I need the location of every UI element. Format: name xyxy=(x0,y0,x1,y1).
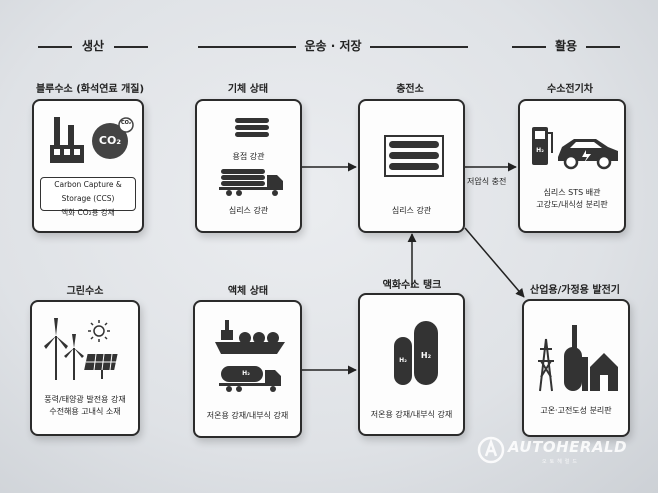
power-plant-house-icon xyxy=(538,325,618,392)
section-rule-right xyxy=(370,46,468,48)
charging-station-caption: 심리스 강관 xyxy=(391,206,432,215)
ccs-panel: Carbon Capture & Storage (CCS) 액화 CO₂용 강… xyxy=(40,177,136,217)
tanker-truck-icon xyxy=(219,366,281,392)
liquid-tank-box: H₂ H₂ 저온용 강재/내부식 강재 xyxy=(358,293,465,436)
section-label: 생산 xyxy=(81,39,105,53)
section-rule-left xyxy=(512,46,546,48)
tanker-h2-mark: H₂ xyxy=(242,370,250,377)
section-rule-right xyxy=(586,46,620,48)
watermark-subtitle: 오토헤럴드 xyxy=(542,459,581,465)
electric-car-icon xyxy=(558,139,618,170)
green-hydrogen-title: 그린수소 xyxy=(66,286,104,297)
green-hydrogen-line1: 풍력/태양광 발전용 강재 xyxy=(44,395,126,404)
watermark-name: AUTOHERALD xyxy=(508,438,628,456)
green-hydrogen-line2: 수전해용 고내식 소재 xyxy=(49,407,121,416)
liquid-state-title: 액체 상태 xyxy=(227,286,269,297)
arrow-station-to-generator xyxy=(464,227,525,298)
solar-panel-icon xyxy=(84,353,118,379)
autoherald-logo-icon xyxy=(477,436,505,464)
tube-trailer-icon xyxy=(219,169,283,196)
fcev-box: H₂ 심리스 STS 배관 고강도/내식성 분리판 xyxy=(518,99,626,233)
tank-h2-small: H₂ xyxy=(399,357,407,364)
factory-icon xyxy=(50,117,84,163)
section-transport-storage: 운송 · 저장 xyxy=(198,36,468,56)
gas-state-title: 기체 상태 xyxy=(227,84,269,95)
co2-label: CO₂ xyxy=(98,134,122,147)
pump-h2-mark: H₂ xyxy=(536,147,544,154)
generator-caption: 고온·고전도성 분리판 xyxy=(540,406,612,415)
section-label: 활용 xyxy=(554,39,578,53)
generator-box: 고온·고전도성 분리판 xyxy=(522,299,630,437)
liquid-state-caption: 저온용 강재/내부식 강재 xyxy=(206,411,289,420)
section-label: 운송 · 저장 xyxy=(304,39,362,53)
autoherald-watermark: AUTOHERALD 오토헤럴드 xyxy=(477,434,638,468)
section-usage: 활용 xyxy=(512,36,620,56)
pipes-icon xyxy=(235,118,269,137)
co2-cloud-icon xyxy=(92,117,134,159)
section-rule-right xyxy=(114,46,148,48)
fcev-line2: 고강도/내식성 분리판 xyxy=(536,200,608,209)
h2-tanks-icon xyxy=(394,321,438,385)
sun-icon xyxy=(88,320,110,342)
storage-rack-icon xyxy=(384,135,444,177)
liquid-state-box: H₂ 저온용 강재/내부식 강재 xyxy=(193,300,302,438)
tank-h2-large: H₂ xyxy=(420,351,432,360)
gas-state-box: 용접 강관 심리스 강관 xyxy=(195,99,302,233)
edge-label-low-pressure-charging: 저압식 충전 xyxy=(467,177,507,186)
seamless-pipe-caption: 심리스 강관 xyxy=(228,206,269,215)
green-hydrogen-box: 풍력/태양광 발전용 강재 수전해용 고내식 소재 xyxy=(30,300,140,436)
wind-turbine-icon xyxy=(44,318,84,380)
charging-station-box: 심리스 강관 xyxy=(358,99,465,233)
section-production: 생산 xyxy=(38,36,148,56)
ccs-title: Carbon Capture & Storage (CCS) xyxy=(54,180,122,203)
liquid-tank-caption: 저온용 강재/내부식 강재 xyxy=(370,410,453,419)
generator-title: 산업용/가정용 발전기 xyxy=(530,285,620,296)
liquid-tank-title: 액화수소 탱크 xyxy=(382,280,442,291)
ccs-caption: 액화 CO₂용 강재 xyxy=(61,208,115,217)
section-rule-left xyxy=(198,46,296,48)
blue-hydrogen-title: 블루수소 (화석연료 개질) xyxy=(35,84,145,95)
section-rule-left xyxy=(38,46,72,48)
hydrogen-pump-icon xyxy=(532,127,553,165)
fcev-title: 수소전기차 xyxy=(547,84,593,95)
charging-station-title: 충전소 xyxy=(396,84,424,95)
co2-small-label: CO₂ xyxy=(120,120,132,126)
blue-hydrogen-box: CO₂ CO₂ Carbon Capture & Storage (CCS) 액… xyxy=(32,99,144,233)
fcev-line1: 심리스 STS 배관 xyxy=(543,188,601,197)
lng-ship-icon xyxy=(215,320,285,354)
welded-pipe-caption: 용접 강관 xyxy=(232,152,265,161)
